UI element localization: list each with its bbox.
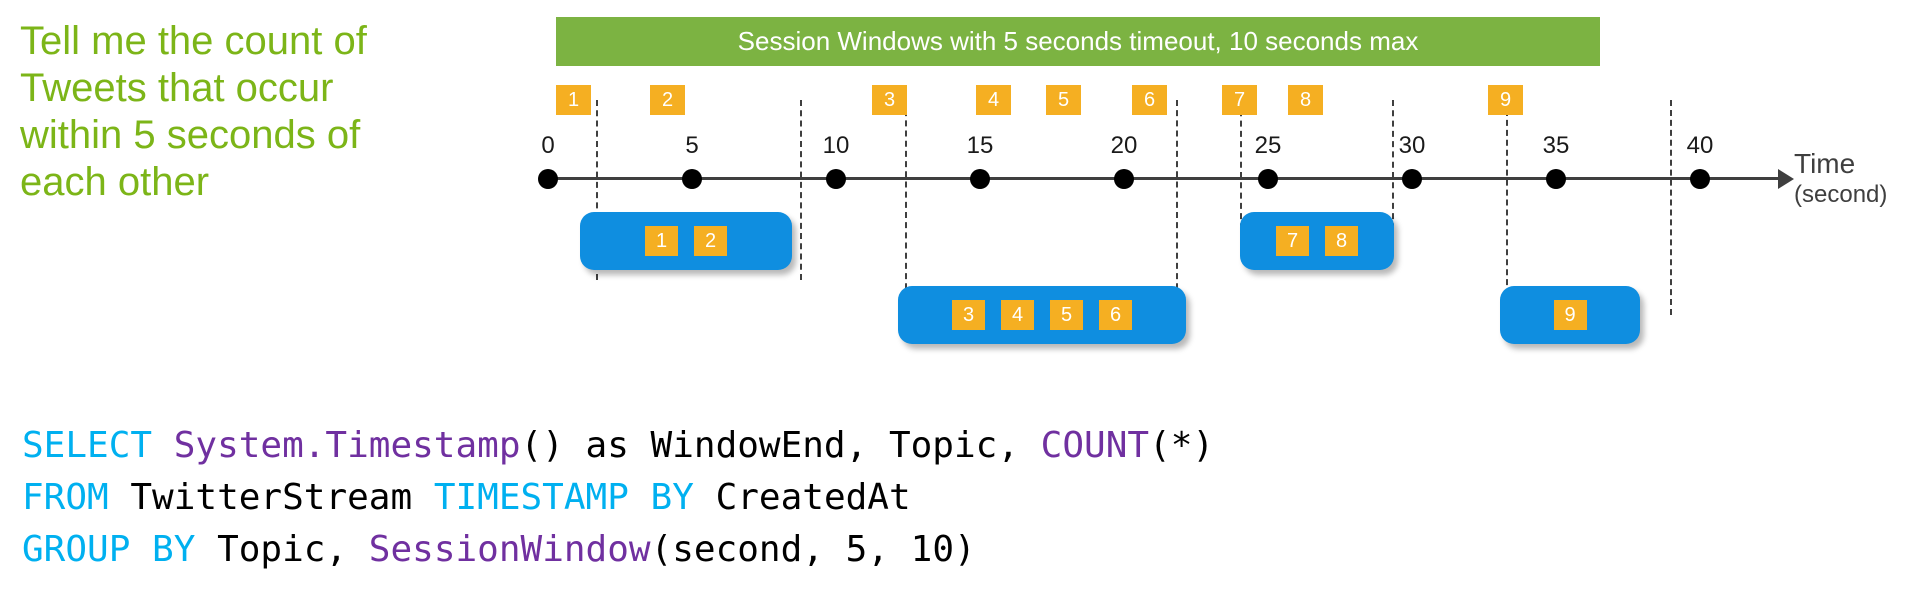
time-axis-dot — [826, 169, 846, 189]
timeline-event-badge[interactable]: 1 — [556, 85, 591, 115]
time-axis-label-line2: (second) — [1794, 181, 1888, 208]
dashed-guide-line — [1176, 100, 1178, 330]
time-axis-line — [548, 177, 1784, 180]
time-axis-tick-label: 35 — [1542, 132, 1570, 159]
sql-token: COUNT — [1040, 425, 1150, 466]
time-axis-tick-label: 10 — [822, 132, 850, 159]
time-axis-tick-label: 5 — [685, 132, 699, 159]
time-axis-tick-label: 25 — [1254, 132, 1282, 159]
window-event-badge: 9 — [1553, 300, 1587, 330]
time-axis-dot — [1546, 169, 1566, 189]
window-event-badge: 8 — [1325, 226, 1358, 256]
sql-token: SELECT — [22, 425, 174, 466]
sql-line: GROUP BY Topic, SessionWindow(second, 5,… — [22, 524, 1882, 576]
timeline-event-badge[interactable]: 3 — [872, 85, 907, 115]
time-axis-tick-label: 0 — [541, 132, 555, 159]
prompt-line: each other — [20, 160, 210, 204]
timeline-event-badge[interactable]: 7 — [1222, 85, 1257, 115]
time-axis-dot — [1402, 169, 1422, 189]
time-axis-dot — [970, 169, 990, 189]
sql-token: (second, 5, 10) — [650, 529, 976, 570]
dashed-guide-line — [1240, 100, 1242, 250]
dashed-guide-line — [1670, 100, 1672, 315]
time-axis-tick-label: 40 — [1686, 132, 1714, 159]
dashed-guide-line — [596, 100, 598, 280]
time-axis-dot — [682, 169, 702, 189]
window-4[interactable]: 9 — [1500, 286, 1640, 344]
time-axis-tick-label: 20 — [1110, 132, 1138, 159]
prompt-line: Tweets that occur — [20, 66, 334, 110]
dashed-guide-line — [1506, 100, 1508, 315]
sql-token: TIMESTAMP BY — [433, 477, 716, 518]
timeline-event-badge[interactable]: 2 — [650, 85, 685, 115]
window-event-badge: 5 — [1050, 300, 1083, 330]
dashed-guide-line — [905, 100, 907, 330]
prompt-line: within 5 seconds of — [20, 113, 361, 157]
time-axis-dot — [1690, 169, 1710, 189]
timeline-event-badge[interactable]: 4 — [976, 85, 1011, 115]
window-event-badge: 3 — [952, 300, 985, 330]
banner-title: Session Windows with 5 seconds timeout, … — [737, 26, 1419, 56]
prompt-line: Tell me the count of — [20, 19, 367, 63]
window-event-badge: 1 — [645, 226, 678, 256]
time-axis-tick-label: 30 — [1398, 132, 1426, 159]
sql-token: CreatedAt — [715, 477, 911, 518]
timeline-event-badge[interactable]: 8 — [1288, 85, 1323, 115]
sql-query-block: SELECT System.Timestamp() as WindowEnd, … — [22, 420, 1882, 576]
sql-token: FROM — [22, 477, 131, 518]
dashed-guide-line — [1392, 100, 1394, 250]
sql-line: SELECT System.Timestamp() as WindowEnd, … — [22, 420, 1882, 472]
window-event-badge: 2 — [694, 226, 727, 256]
time-axis-tick-label: 15 — [966, 132, 994, 159]
timeline-event-badge[interactable]: 6 — [1132, 85, 1167, 115]
window-event-badge: 4 — [1001, 300, 1034, 330]
timeline-event-badge[interactable]: 9 — [1488, 85, 1523, 115]
sql-token: (*) — [1149, 425, 1215, 466]
time-axis-label: Time (second) — [1794, 148, 1887, 210]
sql-token: System.Timestamp — [173, 425, 521, 466]
sql-token: () as WindowEnd, Topic, — [520, 425, 1041, 466]
timeline-event-badge[interactable]: 5 — [1046, 85, 1081, 115]
sql-line: FROM TwitterStream TIMESTAMP BY CreatedA… — [22, 472, 1882, 524]
time-axis-arrow-icon — [1778, 169, 1794, 189]
window-event-badge: 7 — [1276, 226, 1309, 256]
session-window-banner: Session Windows with 5 seconds timeout, … — [556, 17, 1600, 66]
time-axis-dot — [1114, 169, 1134, 189]
dashed-guide-line — [800, 100, 802, 280]
sql-token: TwitterStream — [130, 477, 434, 518]
time-axis-dot — [1258, 169, 1278, 189]
time-axis-label-line1: Time — [1794, 148, 1856, 179]
time-axis-dot — [538, 169, 558, 189]
sql-token: SessionWindow — [368, 529, 651, 570]
sql-token: GROUP BY — [22, 529, 218, 570]
sql-token: Topic, — [217, 529, 369, 570]
window-event-badge: 6 — [1099, 300, 1132, 330]
